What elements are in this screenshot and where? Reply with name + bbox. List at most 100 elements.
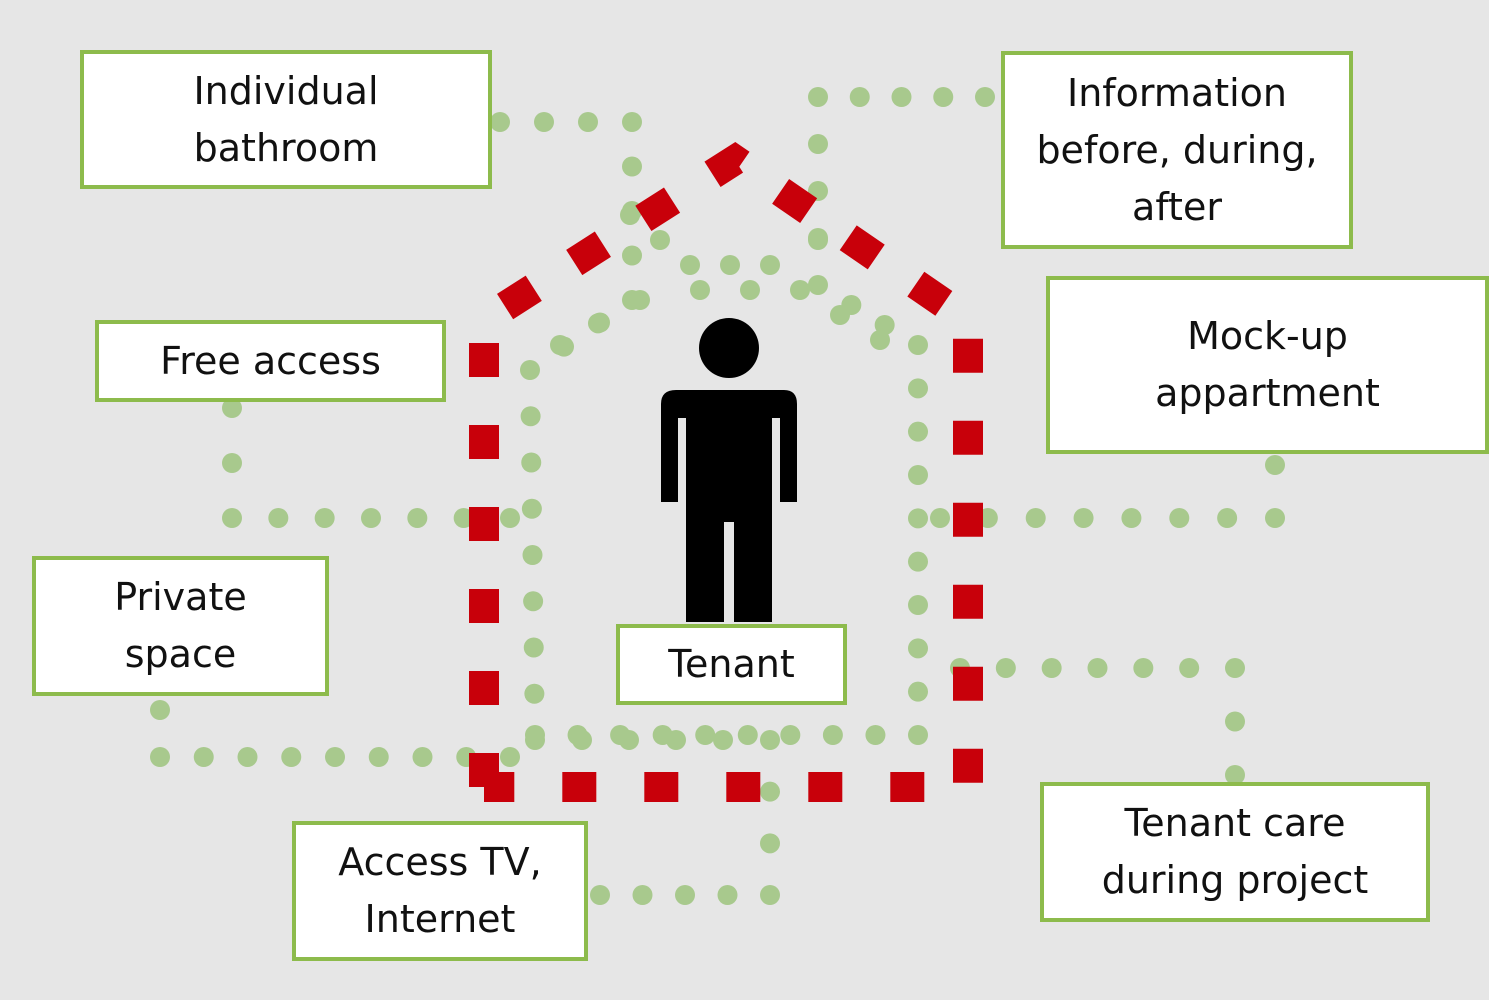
- path-dot: [534, 112, 554, 132]
- path-dot: [1265, 455, 1285, 475]
- information-label: Information before, during, after: [1036, 70, 1318, 229]
- path-dot: [1225, 765, 1245, 785]
- path-dot: [453, 508, 474, 528]
- path-dot: [908, 638, 928, 659]
- path-dot: [695, 725, 716, 745]
- path-dot: [412, 747, 433, 767]
- path-dot: [150, 747, 170, 767]
- path-dot: [520, 360, 540, 380]
- person-icon: [661, 318, 797, 622]
- path-dot: [1265, 508, 1285, 528]
- information-box: Information before, during, after: [1001, 51, 1353, 249]
- path-dot: [520, 406, 541, 427]
- path-dot: [1225, 711, 1245, 732]
- path-dot: [865, 725, 886, 745]
- private-space-box: Private space: [32, 556, 329, 696]
- path-dot: [822, 725, 843, 745]
- path-dot: [610, 725, 631, 745]
- path-dot: [1121, 508, 1142, 528]
- path-dot: [760, 781, 780, 802]
- path-dot: [524, 683, 545, 704]
- path-dot: [760, 833, 780, 854]
- path-dot: [908, 595, 928, 615]
- path-dot: [1087, 658, 1108, 678]
- path-dot: [908, 335, 928, 355]
- path-dot: [523, 637, 544, 658]
- path-dot: [630, 290, 650, 310]
- path-dot: [368, 747, 389, 767]
- path-dot: [325, 747, 345, 767]
- tenant-care-label: Tenant care during project: [1101, 801, 1369, 902]
- path-dot: [908, 465, 928, 485]
- path-dot: [632, 885, 653, 905]
- path-dot: [713, 730, 733, 750]
- tenant-care-box: Tenant care during project: [1040, 782, 1430, 922]
- path-dot: [675, 885, 695, 905]
- access-tv-box: Access TV, Internet: [292, 821, 588, 961]
- path-dot: [760, 730, 780, 750]
- path-dot: [780, 725, 801, 745]
- path-dot: [908, 508, 928, 529]
- path-dot: [808, 275, 828, 295]
- path-dot: [222, 453, 242, 473]
- path-dot: [578, 112, 598, 132]
- private-space-label: Private space: [114, 575, 247, 676]
- path-dot: [891, 87, 912, 107]
- path-dot: [760, 885, 780, 905]
- path-dot: [281, 747, 302, 767]
- path-dot: [740, 280, 760, 300]
- path-dot: [1025, 508, 1046, 528]
- path-dot: [407, 508, 428, 528]
- path-dot: [268, 508, 289, 528]
- mock-up-label: Mock-up appartment: [1155, 314, 1380, 415]
- path-dot: [237, 747, 258, 767]
- access-tv-label: Access TV, Internet: [338, 840, 542, 941]
- path-dot: [522, 545, 543, 565]
- path-dot: [975, 87, 995, 107]
- path-dot: [222, 508, 242, 528]
- path-dot: [193, 747, 214, 767]
- path-dot: [680, 255, 700, 275]
- path-dot: [1225, 658, 1245, 678]
- path-dot: [590, 312, 610, 333]
- path-dot: [1073, 508, 1094, 528]
- path-dot: [908, 378, 928, 399]
- path-dot: [525, 725, 545, 745]
- path-dot: [790, 280, 810, 300]
- path-dot: [490, 112, 510, 132]
- path-dot: [622, 245, 642, 266]
- path-dot: [1041, 658, 1062, 678]
- path-dot: [620, 205, 640, 225]
- tenant-box: Tenant: [616, 624, 847, 705]
- free-access-box: Free access: [95, 320, 446, 402]
- path-dot: [500, 508, 520, 528]
- path-dot: [874, 315, 895, 335]
- path-dot: [622, 112, 642, 132]
- path-dot: [995, 658, 1016, 678]
- path-dot: [737, 725, 758, 745]
- individual-bathroom-box: Individual bathroom: [80, 50, 492, 189]
- path-dot: [150, 700, 170, 720]
- path-dot: [808, 134, 828, 154]
- path-dot: [222, 398, 242, 418]
- path-dot: [830, 305, 850, 325]
- free-access-label: Free access: [160, 338, 381, 383]
- path-dot: [521, 452, 542, 473]
- path-dot: [870, 330, 890, 350]
- path-dot: [500, 747, 520, 767]
- tenant-label: Tenant: [668, 642, 795, 686]
- path-dot: [567, 725, 588, 745]
- path-dot: [930, 508, 950, 528]
- path-dot: [1217, 508, 1238, 528]
- path-dot: [690, 280, 710, 300]
- path-dot: [908, 551, 928, 572]
- path-dot: [908, 421, 928, 442]
- path-dot: [720, 255, 740, 275]
- path-dot: [521, 498, 542, 519]
- path-dot: [717, 885, 738, 905]
- path-dot: [590, 885, 610, 905]
- individual-bathroom-label: Individual bathroom: [193, 68, 379, 170]
- path-dot: [314, 508, 335, 528]
- path-dot: [1169, 508, 1190, 528]
